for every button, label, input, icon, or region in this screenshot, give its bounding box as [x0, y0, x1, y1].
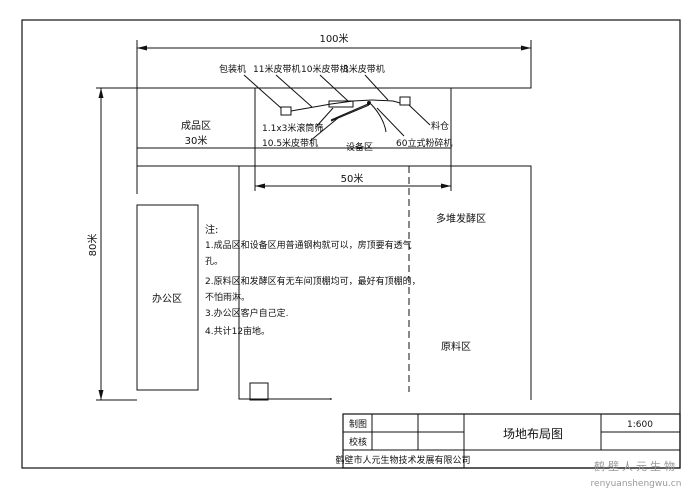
note-2-line-1: 2.原料区和发酵区有无车间顶棚均可，最好有顶棚的， [205, 275, 421, 287]
dim-80m-label: 80米 [86, 234, 99, 257]
conveyor-10-5m [330, 103, 369, 121]
drawing-title: 场地布局图 [503, 427, 563, 441]
crusher-marker [367, 101, 371, 105]
company-name: 鹤壁市人元生物技术发展有限公司 [335, 454, 470, 466]
watermark-url: renyuanshengwu.cn [591, 479, 682, 489]
note-1-line-2: 孔。 [205, 256, 223, 267]
dim-100m-arrow-left [137, 45, 147, 51]
drum-screen-box [328, 100, 354, 108]
finished-goods-zone-label: 成品区 [181, 120, 211, 132]
gate-box [249, 382, 269, 401]
label-conveyor-10m: 10米皮带机 [301, 63, 348, 75]
dim-50m-label: 50米 [341, 172, 364, 185]
leader-crusher [376, 107, 405, 137]
crusher-outlet-arc [370, 103, 387, 133]
label-conveyor-10-5m: 10.5米皮带机 [262, 137, 318, 149]
notes-block: 注: 1.成品区和设备区用普通钢构就可以，房顶要有透气 孔。 2.原料区和发酵区… [205, 223, 421, 337]
leader-hopper [408, 104, 431, 126]
title-block: 制图 校核 场地布局图 1:600 鹤壁市人元生物技术发展有限公司 [335, 413, 681, 469]
title-block-border [342, 413, 681, 469]
conveyor-8m [371, 99, 401, 104]
packing-machine-box [280, 106, 292, 116]
notes-title: 注: [205, 223, 218, 236]
leader-drum-screen [315, 107, 334, 128]
dim-80m-arrow-top [98, 88, 104, 98]
drawn-by-label: 制图 [349, 418, 367, 430]
label-conveyor-11m: 11米皮带机 [253, 63, 300, 75]
label-packing-machine: 包装机 [219, 63, 246, 75]
dim-100m-label: 100米 [319, 32, 348, 45]
hopper-box [399, 96, 411, 106]
checked-by-label: 校核 [349, 436, 367, 448]
dim-80m-arrow-bottom [98, 390, 104, 400]
note-4: 4.共计12亩地。 [205, 325, 270, 337]
label-raw-material-zone: 原料区 [441, 340, 471, 353]
label-crusher: 60立式粉碎机 [396, 137, 452, 149]
note-3: 3.办公区客户自己定. [205, 307, 288, 319]
label-hopper: 料仓 [431, 120, 449, 132]
note-1-line-1: 1.成品区和设备区用普通钢构就可以，房顶要有透气 [205, 239, 412, 251]
office-box [136, 204, 199, 391]
label-office: 办公区 [152, 292, 182, 305]
dim-50m-arrow-right [441, 183, 451, 189]
conveyor-11m [290, 103, 332, 112]
leader-conveyor-8m [364, 74, 389, 101]
leader-packing-machine [243, 74, 282, 109]
leader-conveyor-10-5m [309, 117, 339, 142]
label-equipment-zone: 设备区 [346, 141, 373, 153]
watermark-cn: 鹤壁人元生物 [594, 459, 678, 473]
label-fermentation-zone: 多堆发酵区 [436, 212, 486, 225]
leader-conveyor-11m [275, 74, 313, 108]
dim-50m-arrow-left [255, 183, 265, 189]
note-2-line-2: 不怕雨淋。 [205, 291, 250, 303]
leader-conveyor-10m [319, 74, 349, 102]
dim-30m-label: 30米 [185, 134, 208, 147]
label-conveyor-8m: 8米皮带机 [343, 63, 385, 75]
drawing-scale: 1:600 [627, 420, 653, 430]
dim-100m-arrow-right [521, 45, 531, 51]
equipment-group [280, 96, 411, 133]
label-drum-screen: 1.1x3米滚筒筛 [262, 122, 323, 134]
